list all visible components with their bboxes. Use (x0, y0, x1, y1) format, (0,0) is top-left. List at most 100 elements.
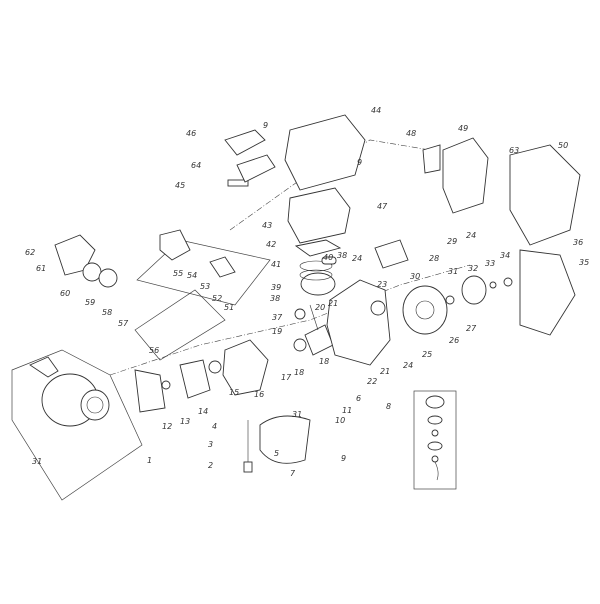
part-label-48: 48 (406, 129, 417, 138)
ignition-coil (374, 239, 409, 269)
part-label-21: 21 (328, 299, 339, 308)
part-label-50: 50 (558, 141, 569, 150)
part-label-18: 18 (294, 368, 305, 377)
part-label-8: 8 (386, 402, 392, 411)
part-label-57: 57 (118, 319, 129, 328)
piston-pin-40 (321, 256, 337, 265)
bearing-18 (293, 338, 307, 352)
part-label-59: 59 (85, 298, 96, 307)
air-filter-housing (54, 234, 96, 276)
part-label-31: 31 (32, 457, 43, 466)
cover-46 (224, 129, 266, 156)
part-label-43: 43 (262, 221, 273, 230)
piston (300, 272, 336, 296)
part-label-3: 3 (208, 440, 214, 449)
part-label-31: 31 (448, 267, 459, 276)
part-label-19: 19 (272, 327, 283, 336)
part-label-33: 33 (485, 259, 496, 268)
part-label-22: 22 (367, 377, 378, 386)
part-label-24: 24 (352, 254, 363, 263)
part-label-17: 17 (281, 373, 292, 382)
part-label-37: 37 (272, 313, 283, 322)
part-label-53: 53 (200, 282, 211, 291)
part-label-34: 34 (500, 251, 511, 260)
part-label-60: 60 (60, 289, 71, 298)
part-label-14: 14 (198, 407, 209, 416)
seal-23 (370, 300, 386, 316)
part-label-32: 32 (468, 264, 479, 273)
part-label-41: 41 (271, 260, 282, 269)
part-label-24: 24 (466, 231, 477, 240)
muffler-cover (509, 144, 581, 246)
carburetor-group-outline (136, 239, 271, 306)
part-label-9: 9 (357, 158, 363, 167)
recoil-starter-group-outline (11, 349, 143, 501)
recoil-starter-assembly (29, 356, 110, 427)
bearing-13 (161, 380, 171, 390)
piston-ring-1 (299, 260, 333, 272)
part-label-58: 58 (102, 308, 113, 317)
part-label-21: 21 (380, 367, 391, 376)
connecting-rod (309, 304, 319, 331)
shroud-64 (236, 154, 276, 183)
part-label-61: 61 (36, 264, 47, 273)
part-label-16: 16 (254, 390, 265, 399)
part-label-9: 9 (263, 121, 269, 130)
part-label-44: 44 (371, 106, 382, 115)
part-label-18: 18 (319, 357, 330, 366)
air-filter-group-outline (134, 289, 226, 361)
part-label-56: 56 (149, 346, 160, 355)
part-label-31: 31 (292, 410, 303, 419)
part-label-39: 39 (271, 283, 282, 292)
part-label-26: 26 (449, 336, 460, 345)
filter-59 (98, 268, 118, 288)
nut-27 (445, 295, 455, 305)
gasket-48 (422, 144, 441, 174)
housing-14 (179, 359, 211, 399)
part-label-38: 38 (337, 251, 348, 260)
bolt-34 (503, 277, 513, 287)
carburetor (159, 229, 191, 261)
part-label-9: 9 (341, 454, 347, 463)
part-label-38: 38 (270, 294, 281, 303)
cylinder (287, 187, 351, 244)
part-label-40: 40 (323, 253, 334, 262)
part-label-47: 47 (377, 202, 388, 211)
part-label-24: 24 (403, 361, 414, 370)
crankcase-right (326, 279, 391, 366)
part-label-49: 49 (458, 124, 469, 133)
crankcase-left (222, 339, 269, 396)
piston-ring-2 (299, 269, 333, 281)
part-label-63: 63 (509, 146, 520, 155)
starter-plate (134, 369, 166, 413)
washer-33 (489, 281, 497, 289)
fuel-tank (259, 415, 311, 464)
part-label-4: 4 (212, 422, 218, 431)
filter-60 (82, 262, 102, 282)
clutch-housing (519, 249, 576, 336)
part-label-6: 6 (356, 394, 362, 403)
part-label-11: 11 (342, 406, 353, 415)
part-label-29: 29 (447, 237, 458, 246)
spark-plug (227, 179, 249, 187)
part-label-35: 35 (579, 258, 590, 267)
part-label-30: 30 (410, 272, 421, 281)
flywheel (402, 285, 448, 335)
seal-15 (208, 360, 222, 374)
intake-52 (209, 256, 236, 278)
muffler (442, 137, 489, 214)
clutch-kit-outline (413, 390, 457, 490)
part-label-42: 42 (266, 240, 277, 249)
fuel-cap-2 (243, 461, 253, 473)
part-label-10: 10 (335, 416, 346, 425)
part-label-15: 15 (229, 388, 240, 397)
cylinder-cover (284, 114, 366, 191)
part-label-51: 51 (224, 303, 235, 312)
part-label-7: 7 (290, 469, 296, 478)
part-label-36: 36 (573, 238, 584, 247)
part-label-52: 52 (212, 294, 223, 303)
clutch-drum (425, 395, 445, 409)
part-label-25: 25 (422, 350, 433, 359)
